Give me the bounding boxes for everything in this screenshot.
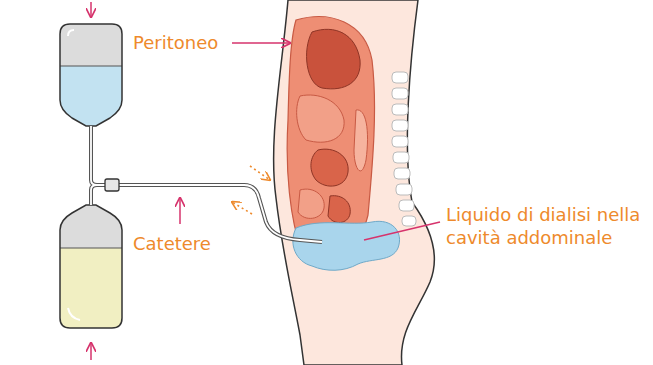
peritoneum (287, 17, 374, 256)
flow-arrow (232, 202, 252, 214)
fresh-dialysate-bag (55, 24, 130, 136)
leader-line (179, 198, 181, 224)
flow-arrow (90, 343, 92, 360)
leader-line (232, 42, 290, 44)
flow-arrow (250, 166, 270, 180)
dialysis-fluid (293, 221, 400, 270)
part-label: Peritoneo (133, 31, 243, 54)
tubing (91, 126, 322, 242)
part-label: Catetere (133, 232, 243, 255)
flow-arrow (90, 2, 92, 17)
drain-bag (55, 205, 130, 333)
part-label: Liquido di dialisi nella cavità addomina… (446, 203, 646, 250)
leader-line (364, 222, 440, 240)
body-profile (274, 0, 435, 365)
